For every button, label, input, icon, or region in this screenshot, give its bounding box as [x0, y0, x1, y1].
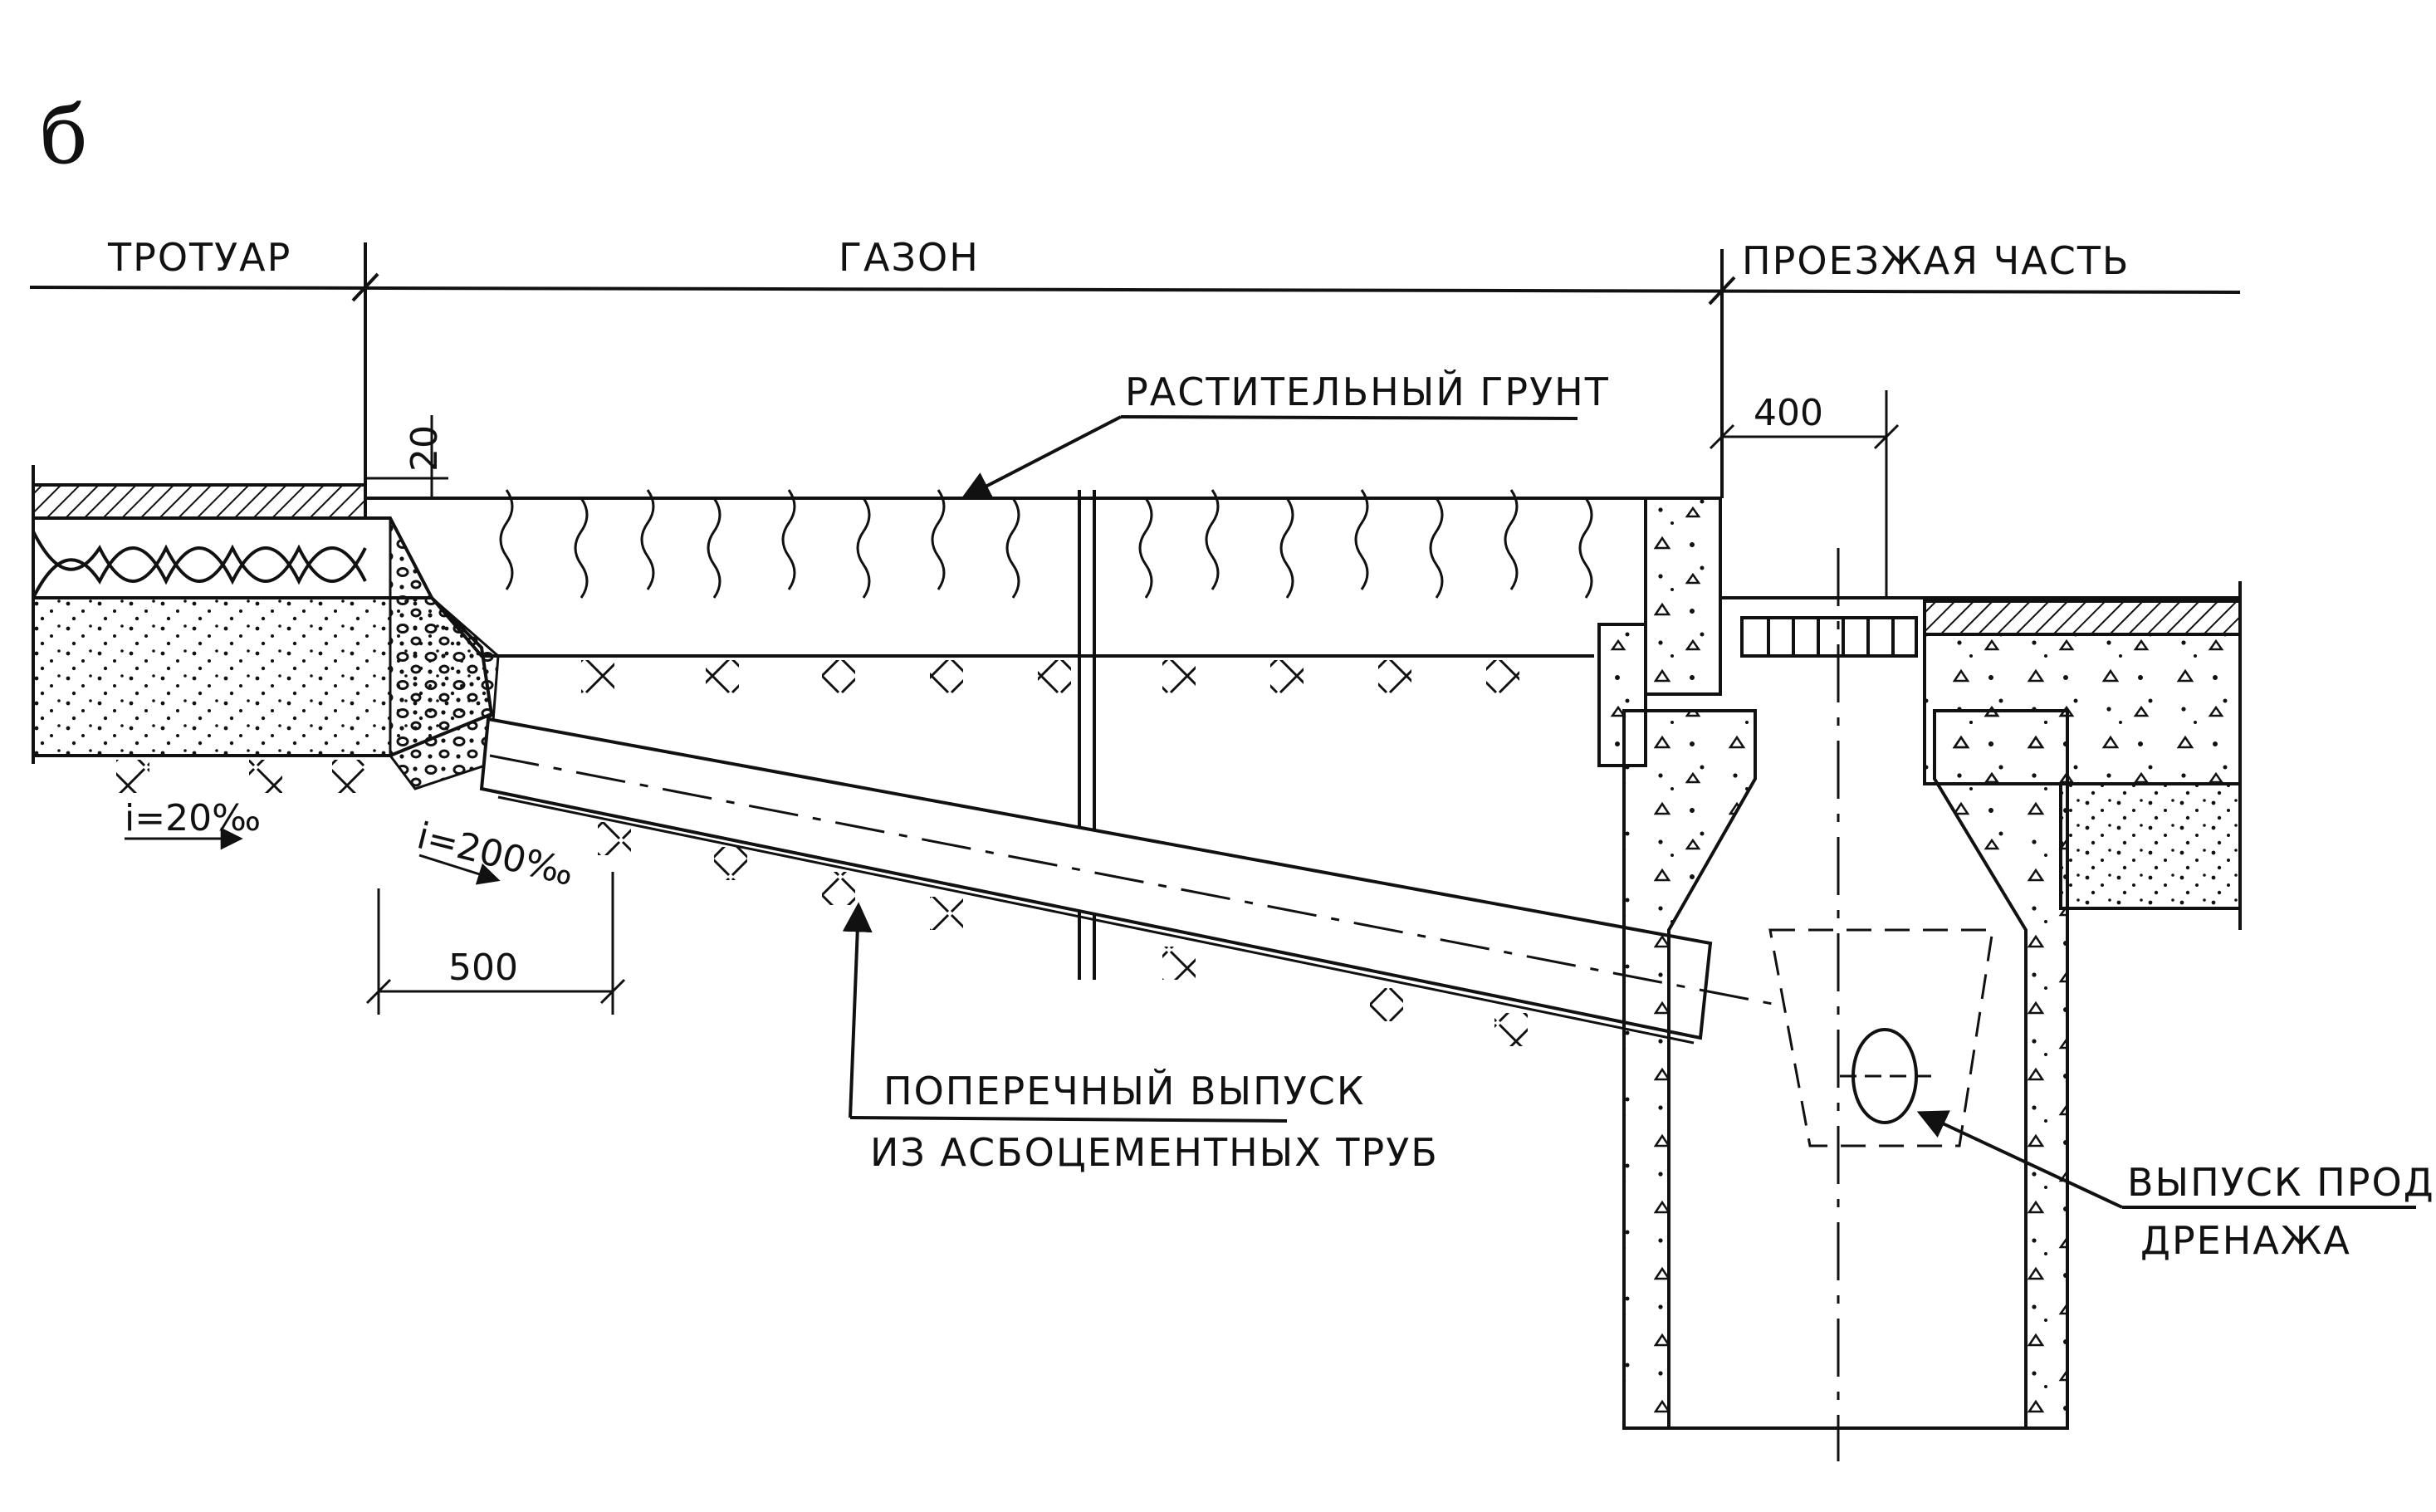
trench-offset-dim [365, 872, 626, 1015]
longitudinal-drain-label-1: ВЫПУСК ПРОДОЛЬНОГО [2127, 1160, 2436, 1205]
sidewalk-pavement [32, 465, 500, 790]
topsoil-label: РАСТИТЕЛЬНЫЙ ГРУНТ [1125, 369, 1610, 414]
transverse-outlet-pipe [479, 717, 1778, 1046]
topsoil-leader [960, 415, 1578, 500]
curb-offset-value: 400 [1754, 392, 1823, 434]
longitudinal-drain-leader [1916, 1110, 2416, 1209]
drainage-well [1622, 548, 2069, 1461]
slope-left-label: i=20‰ [125, 797, 261, 839]
topsoil-thickness-value: 20 [404, 425, 446, 472]
sheet-letter: б [40, 89, 88, 182]
lawn-topsoil [365, 489, 1644, 693]
transverse-outlet-leader [842, 902, 1288, 1123]
transverse-outlet-label-2: ИЗ АСБОЦЕМЕНТНЫХ ТРУБ [870, 1130, 1439, 1175]
longitudinal-drain-label-2: ДРЕНАЖА [2140, 1218, 2351, 1263]
zone-roadway-label: ПРОЕЗЖАЯ ЧАСТЬ [1742, 238, 2130, 283]
inlet-grate [1740, 616, 1918, 658]
zone-sidewalk-label: ТРОТУАР [107, 235, 291, 280]
topsoil-thickness-dim [365, 415, 448, 498]
zone-dimension-line [29, 242, 2241, 498]
sidewalk-subgrade [116, 760, 365, 793]
zone-lawn-label: ГАЗОН [839, 235, 980, 280]
curb-offset-dim [1709, 390, 1900, 598]
trench-offset-value: 500 [448, 947, 518, 989]
transverse-outlet-label-1: ПОПЕРЕЧНЫЙ ВЫПУСК [883, 1069, 1366, 1113]
slope-outlet-label: i=200‰ [413, 815, 578, 894]
